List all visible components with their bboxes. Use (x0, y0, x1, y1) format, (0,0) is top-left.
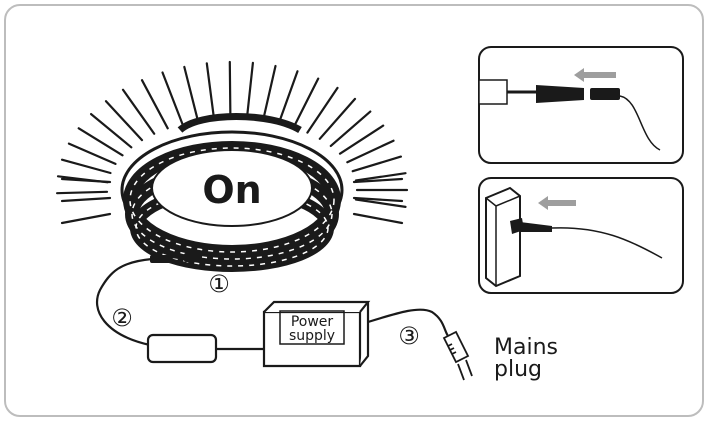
outer-frame (4, 4, 704, 417)
light-ray (140, 79, 169, 130)
mains-plug-label-line1: Mains (494, 335, 558, 360)
light-ray (60, 158, 112, 175)
insert-arrow-icon (574, 68, 616, 82)
light-ray (228, 60, 232, 120)
insert-arrow-icon (538, 196, 576, 210)
strip-connector (150, 253, 200, 263)
light-ray (121, 88, 156, 135)
cable-supply-to-plug (367, 308, 449, 337)
mains-plug-icon (442, 330, 473, 381)
light-ray (292, 77, 320, 129)
mains-plug-label-line2: plug (494, 357, 542, 382)
light-ray (67, 142, 117, 165)
step-1-marker: ① (208, 270, 230, 298)
step-2-marker: ② (111, 304, 133, 332)
light-ray (55, 190, 109, 195)
light-ray (318, 97, 357, 140)
inset-connector-join (478, 46, 684, 164)
light-ray (161, 71, 184, 126)
power-supply-label-line1: Power (291, 314, 334, 330)
light-ray (89, 112, 133, 149)
on-label: On (202, 168, 261, 212)
light-ray (346, 139, 395, 164)
light-ray (60, 196, 112, 203)
step-3-marker: ③ (398, 322, 420, 350)
light-ray (77, 127, 124, 157)
led-strip-coil (120, 113, 344, 272)
light-ray (329, 110, 372, 147)
power-supply-label-line2: supply (289, 328, 335, 344)
light-ray (338, 124, 385, 155)
light-ray (262, 64, 277, 122)
light-ray (306, 86, 339, 134)
light-ray (352, 196, 404, 203)
light-ray (354, 198, 407, 208)
inset-plug-into-supply (478, 177, 684, 294)
light-ray (183, 65, 199, 122)
power-supply (262, 300, 371, 368)
cable-strip-to-controller (95, 257, 153, 347)
light-ray (60, 212, 112, 225)
light-ray (60, 177, 112, 184)
light-ray (351, 155, 402, 173)
light-ray (205, 62, 216, 120)
light-ray (352, 177, 404, 184)
inline-controller (146, 333, 218, 364)
light-ray (352, 212, 404, 225)
light-ray (245, 61, 254, 120)
light-ray (277, 70, 299, 125)
light-rays (55, 60, 409, 225)
light-ray (104, 100, 144, 142)
light-ray (354, 172, 407, 182)
